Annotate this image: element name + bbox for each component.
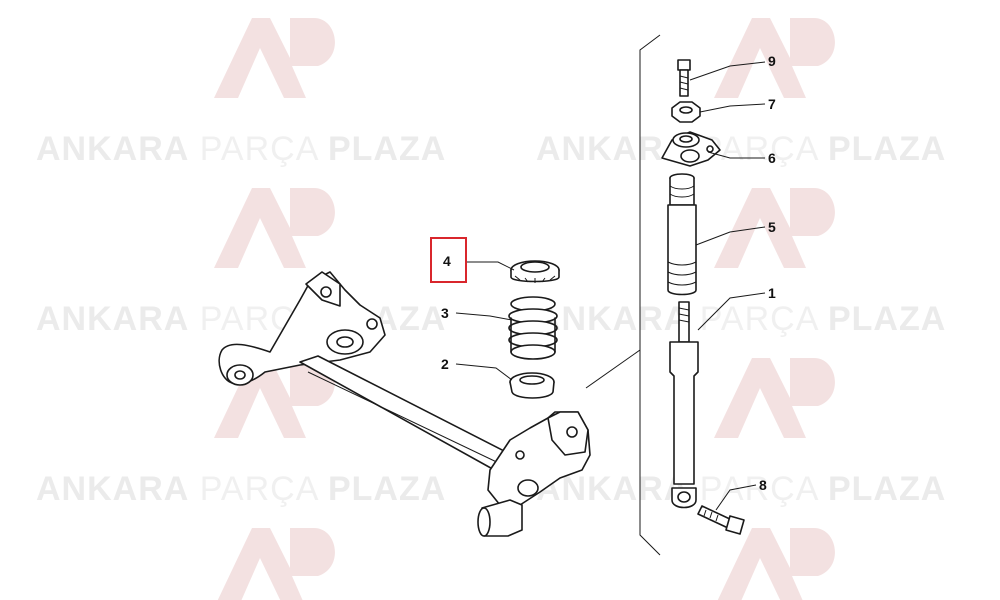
part-2-lower-spring-seat xyxy=(509,372,555,399)
watermark-text: ANKARA PARÇA PLAZA xyxy=(36,130,446,168)
callout-2: 2 xyxy=(441,356,449,372)
part-7-nut xyxy=(671,101,701,123)
ap-logo-icon xyxy=(214,188,335,268)
callout-6: 6 xyxy=(768,150,776,166)
part-3-coil-spring xyxy=(508,296,558,360)
callout-4[interactable]: 4 xyxy=(443,253,451,269)
section-divider xyxy=(585,34,661,556)
watermark-layer: ANKARA PARÇA PLAZA ANKARA PARÇA PLAZA AN… xyxy=(36,18,946,600)
callout-8: 8 xyxy=(759,477,767,493)
ap-logo-icon xyxy=(714,188,835,268)
part-6-upper-mount xyxy=(661,131,721,167)
ap-logo-icon xyxy=(714,358,835,438)
rear-axle-beam xyxy=(218,271,591,537)
ap-logo-icon xyxy=(717,528,835,600)
ap-logo-icon xyxy=(714,18,835,98)
watermark-text: ANKARA PARÇA PLAZA xyxy=(536,470,946,508)
callout-9: 9 xyxy=(768,53,776,69)
watermark-text: ANKARA PARÇA PLAZA xyxy=(536,130,946,168)
callout-labels: 1 2 3 4 5 6 7 8 9 xyxy=(430,53,776,493)
part-5-dust-cover xyxy=(667,173,697,296)
callout-4-highlight-box xyxy=(430,237,467,283)
callout-7: 7 xyxy=(768,96,776,112)
callout-1: 1 xyxy=(768,285,776,301)
callout-leaders xyxy=(455,61,766,511)
callout-5: 5 xyxy=(768,219,776,235)
watermark-text: ANKARA PARÇA PLAZA xyxy=(536,300,946,338)
part-1-shock-absorber xyxy=(669,301,699,509)
part-9-bolt xyxy=(677,59,691,97)
ap-logo-icon xyxy=(214,18,335,98)
part-4-upper-spring-seat xyxy=(510,260,560,283)
ap-logo-icon xyxy=(217,528,335,600)
callout-3: 3 xyxy=(441,305,449,321)
watermark-text: ANKARA PARÇA PLAZA xyxy=(36,470,446,508)
part-8-lower-bolt xyxy=(697,505,745,535)
